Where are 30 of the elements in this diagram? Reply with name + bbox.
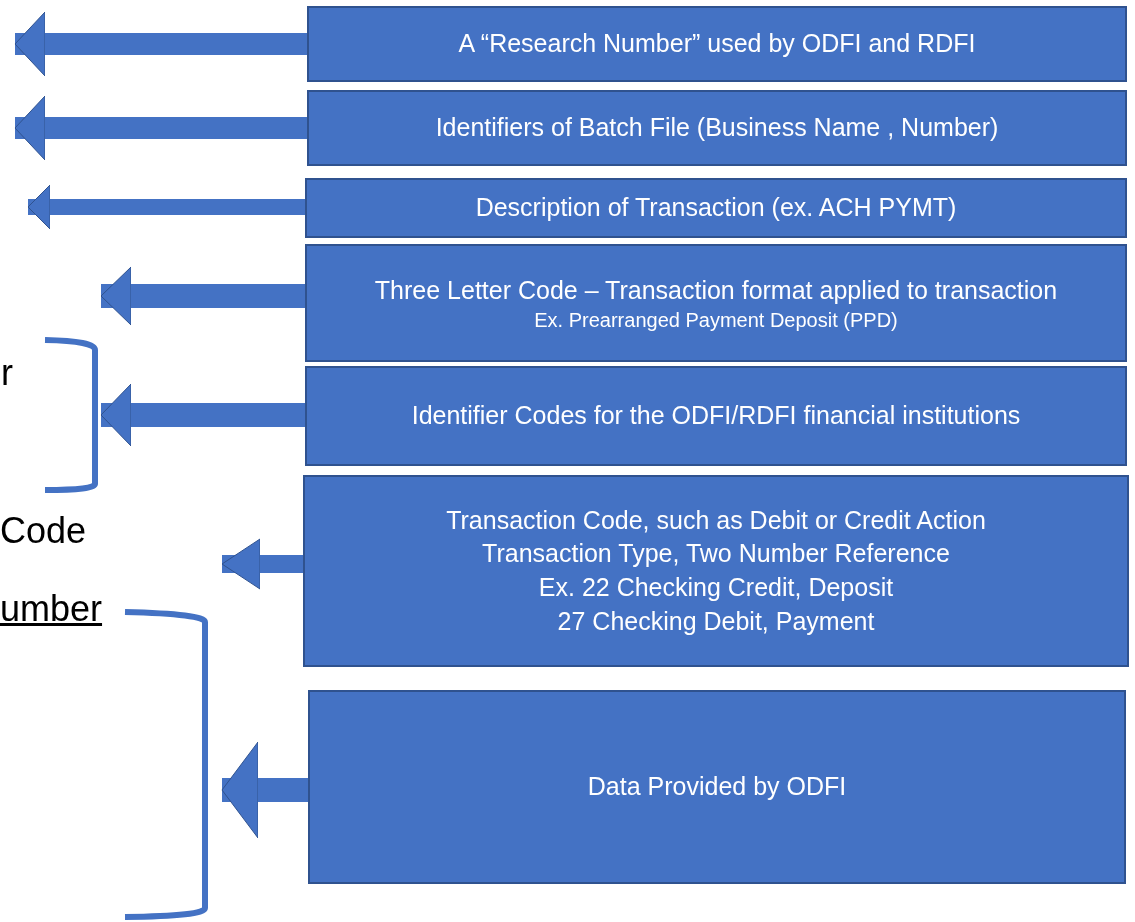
- arrow: [221, 741, 308, 839]
- arrow: [221, 538, 303, 590]
- arrow: [100, 383, 305, 447]
- box-text: Identifiers of Batch File (Business Name , Number): [435, 112, 999, 144]
- box-text: Three Letter Code – Transaction format applied to transaction: [374, 275, 1058, 307]
- arrow: [100, 266, 305, 326]
- bracket: [124, 609, 208, 920]
- box-text: Description of Transaction (ex. ACH PYMT): [475, 192, 957, 224]
- box-text: Ex. Prearranged Payment Deposit (PPD): [534, 307, 898, 332]
- text-box: [303, 475, 1129, 667]
- text-box: [308, 690, 1126, 884]
- text-box: [305, 366, 1127, 466]
- bracket: [44, 337, 98, 493]
- box-text: 27 Checking Debit, Payment: [557, 605, 875, 637]
- text-box: [305, 244, 1127, 362]
- arrow: [27, 184, 305, 230]
- box-text: Transaction Code, such as Debit or Credit Action: [446, 504, 986, 536]
- box-text: A “Research Number” used by ODFI and RDFI: [458, 28, 976, 60]
- text-box: [307, 90, 1127, 166]
- text-box: [307, 6, 1127, 82]
- box-text: Identifier Codes for the ODFI/RDFI financial institutions: [411, 400, 1021, 432]
- partial-label: r: [1, 352, 13, 394]
- box-text: Ex. 22 Checking Credit, Deposit: [538, 572, 894, 603]
- arrow: [14, 11, 307, 77]
- text-box: [305, 178, 1127, 238]
- partial-label: umber: [0, 588, 103, 630]
- arrow: [14, 95, 307, 161]
- box-text: Data Provided by ODFI: [587, 771, 847, 803]
- box-text: Transaction Type, Two Number Reference: [482, 538, 950, 570]
- partial-label: Code: [0, 510, 87, 552]
